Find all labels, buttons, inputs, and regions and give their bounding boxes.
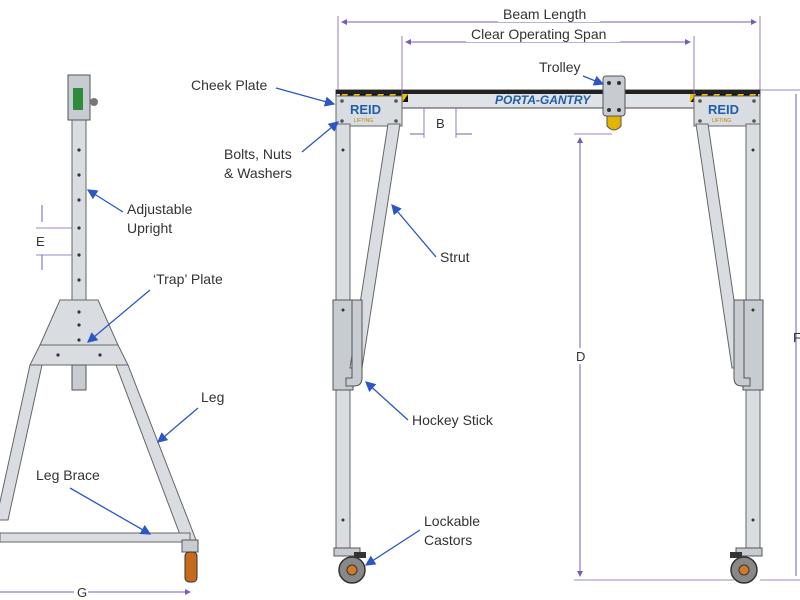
trap-plate xyxy=(39,299,119,346)
label-bolts-2: & Washers xyxy=(224,165,292,181)
side-view: E G xyxy=(0,74,199,600)
upright-base xyxy=(71,364,87,391)
dim-d-label: D xyxy=(576,349,585,364)
label-leg-brace: Leg Brace xyxy=(36,467,100,483)
label-hockey-stick: Hockey Stick xyxy=(412,412,494,428)
label-leg: Leg xyxy=(201,389,224,405)
leg-brace xyxy=(0,532,191,543)
leg-left xyxy=(0,364,43,521)
reid-logo-right: REID xyxy=(708,102,739,117)
dim-b-label: B xyxy=(436,116,445,131)
upright-clamp xyxy=(73,88,83,110)
reid-logo-left: REID xyxy=(350,102,381,117)
castor-lock-left xyxy=(354,552,366,558)
cheek-plate-right xyxy=(693,95,761,127)
front-view: PORTA-GANTRY REID LIFTING REID LIFTING xyxy=(332,75,764,584)
arrow-leg xyxy=(157,407,199,443)
arrow-hockey-stick xyxy=(365,381,409,421)
label-strut: Strut xyxy=(440,249,470,265)
arrow-cheek-plate xyxy=(275,87,336,107)
arrow-trap-plate xyxy=(87,289,151,343)
arrow-adjustable-upright xyxy=(86,189,124,213)
dim-f-label: F xyxy=(793,330,800,345)
lifting-logo-left: LIFTING xyxy=(354,118,373,124)
dim-e-label: E xyxy=(36,234,45,249)
upright-left-sleeve xyxy=(332,299,354,391)
castor-wheel-side xyxy=(184,551,198,583)
label-adjustable-upright-2: Upright xyxy=(127,220,172,236)
label-castors-1: Lockable xyxy=(424,513,480,529)
castor-mount xyxy=(181,539,199,553)
label-trap-plate: ‘Trap’ Plate xyxy=(153,271,223,287)
label-bolts-1: Bolts, Nuts xyxy=(224,146,292,162)
leg-right xyxy=(115,364,197,541)
hockey-stick-left xyxy=(345,299,363,387)
label-cheek-plate: Cheek Plate xyxy=(191,77,267,93)
arrow-bolts xyxy=(301,121,339,153)
upright-handle xyxy=(90,98,98,106)
label-trolley: Trolley xyxy=(539,59,581,75)
lifting-logo-right: LIFTING xyxy=(712,118,731,124)
hockey-stick-right xyxy=(733,299,751,387)
upright-holes xyxy=(77,148,81,282)
trolley xyxy=(602,75,626,117)
cheek-plate-left xyxy=(335,95,403,127)
arrow-leg-brace xyxy=(69,487,152,535)
label-beam-length: Beam Length xyxy=(503,6,586,22)
label-castors-2: Castors xyxy=(424,532,472,548)
castor-lock-right xyxy=(730,552,742,558)
dim-g-label: G xyxy=(77,585,87,600)
trolley-shackle xyxy=(606,115,622,131)
arrow-castors xyxy=(364,529,421,566)
arrow-trolley xyxy=(582,75,605,86)
label-clear-span: Clear Operating Span xyxy=(471,26,606,42)
label-adjustable-upright-1: Adjustable xyxy=(127,201,193,217)
porta-gantry-logo: PORTA-GANTRY xyxy=(495,93,591,107)
upright-right-sleeve xyxy=(742,299,764,391)
arrow-strut xyxy=(391,204,437,258)
trap-plate-lower xyxy=(29,344,129,366)
